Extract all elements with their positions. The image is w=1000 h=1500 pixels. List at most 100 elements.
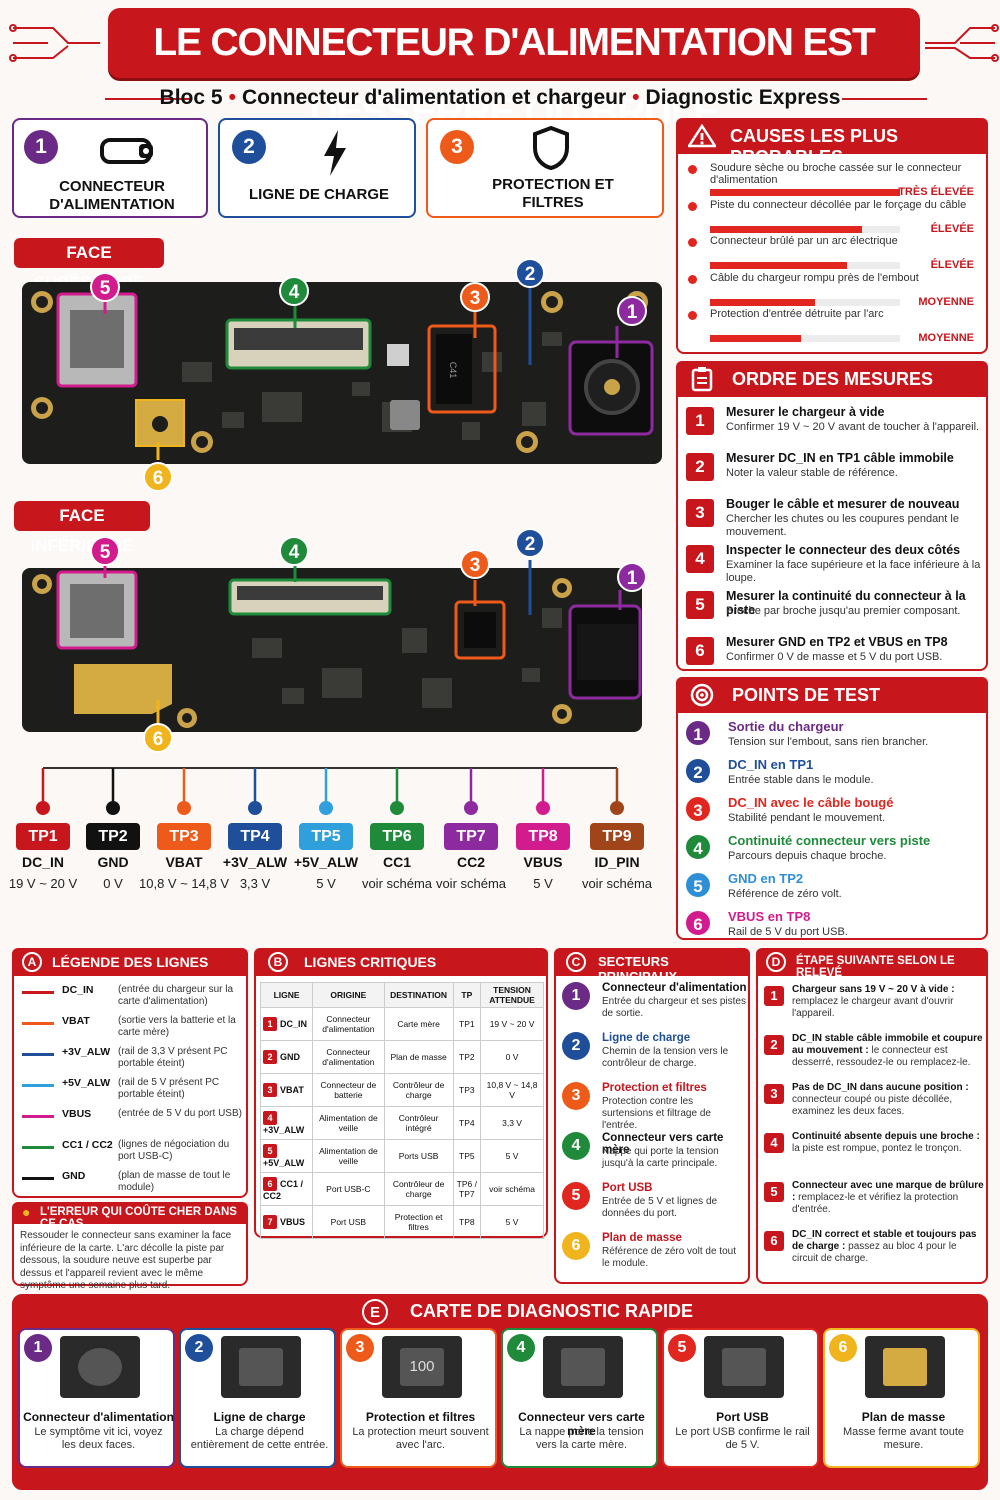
etape-number: 3	[764, 1084, 784, 1104]
secteur-title: Protection et filtres	[602, 1082, 707, 1094]
etape-number: 5	[764, 1182, 784, 1202]
point-title: VBUS en TP8	[728, 909, 811, 924]
causes-title-bar: CAUSES LES PLUS PROBABLES	[676, 118, 988, 167]
secteur-number: 1	[562, 982, 590, 1010]
secteur-number: 4	[562, 1132, 590, 1160]
cause-bar-fill	[710, 298, 815, 306]
section-letter: E	[362, 1299, 388, 1325]
secteur-title: Port USB	[602, 1182, 653, 1194]
lightning-icon	[324, 130, 346, 176]
legend-desc: (entrée du chargeur sur la carte d'alime…	[118, 984, 234, 1007]
mesures-title-bar: ORDRE DES MESURES	[676, 361, 988, 397]
legend-desc: (plan de masse de tout le module)	[118, 1170, 231, 1193]
point-desc: Rail de 5 V du port USB.	[728, 926, 848, 938]
carte-title: Ligne de charge	[213, 1410, 306, 1424]
etape-desc: connecteur coupé ou piste décollée, exam…	[792, 1094, 953, 1117]
legend-panel: A LÉGENDE DES LIGNES DC_IN(entrée du cha…	[12, 948, 248, 1198]
callout-3: 3	[460, 282, 490, 312]
tp-badge: TP7	[444, 823, 498, 850]
mesure-desc: Confirmer 19 V ~ 20 V avant de toucher à…	[726, 421, 980, 433]
point-number: 6	[684, 909, 712, 937]
module-card-3: 3 PROTECTION ET FILTRES	[426, 118, 664, 218]
legend-key: DC_IN	[62, 984, 94, 996]
table-cell: 10,8 V ~ 14,8 V	[480, 1073, 544, 1107]
table-cell: Alimentation de veille	[312, 1106, 385, 1140]
tp-badge: TP9	[590, 823, 644, 850]
legend-swatch	[22, 1084, 54, 1087]
mesure-title: Mesurer GND en TP2 et VBUS en TP8	[726, 635, 948, 649]
table-cell: Contrôleur intégré	[383, 1106, 454, 1140]
table-cell: Protection et filtres	[383, 1205, 454, 1239]
cause-bullet	[688, 165, 697, 174]
mesure-desc: Noter la valeur stable de référence.	[726, 467, 898, 479]
point-desc: Tension sur l'embout, sans rien brancher…	[728, 736, 929, 748]
tp-value: 3,3 V	[239, 876, 271, 891]
table-cell: Connecteur de batterie	[312, 1073, 385, 1107]
table-header: ORIGINE	[312, 982, 385, 1008]
legend-swatch	[22, 1115, 54, 1118]
cause-bar-track	[710, 335, 900, 342]
secteur-number: 2	[562, 1032, 590, 1060]
legend-swatch	[22, 1053, 54, 1056]
legend-title: LÉGENDE DES LIGNES	[52, 954, 209, 970]
etape-text: Connecteur avec une marque de brûlure : …	[792, 1180, 984, 1216]
cause-level: MOYENNE	[918, 332, 974, 344]
table-cell: Plan de masse	[383, 1040, 454, 1074]
subtitle-line-left	[105, 98, 190, 100]
carte-number: 2	[185, 1334, 213, 1362]
mesures-title: ORDRE DES MESURES	[732, 369, 934, 389]
cause-text: Câble du chargeur rompu près de l'embout	[710, 271, 919, 284]
carte-thumb-part	[561, 1348, 605, 1386]
mesure-desc: Chercher les chutes ou les coupures pend…	[726, 513, 959, 538]
row-number: 7	[263, 1215, 277, 1229]
secteur-desc: Entrée de 5 V et lignes de données du po…	[602, 1196, 718, 1219]
callout-4: 4	[279, 276, 309, 306]
point-number: 1	[684, 719, 712, 747]
etape-lead: Continuité absente depuis une broche :	[792, 1131, 980, 1142]
cause-bar-fill	[710, 262, 847, 269]
legend-desc: (rail de 5 V présent PC portable éteint)	[118, 1077, 220, 1100]
etape-text: Chargeur sans 19 V ~ 20 V à vide : rempl…	[792, 984, 984, 1020]
mesure-number: 4	[686, 545, 714, 573]
secteurs-title-bar: C SECTEURS PRINCIPAUX	[554, 948, 750, 984]
carte-thumb-part	[78, 1348, 122, 1386]
mesure-desc: Broche par broche jusqu'au premier compo…	[726, 605, 961, 617]
tp-dot	[319, 801, 333, 815]
row-line-name: +5V_ALW	[263, 1158, 305, 1168]
cause-level: ÉLEVÉE	[930, 259, 974, 271]
table-header: LIGNE	[259, 982, 314, 1008]
table-cell: voir schéma	[480, 1172, 544, 1206]
carte-thumb-part: 100	[400, 1348, 444, 1386]
callout-5: 5	[90, 536, 120, 566]
carte-thumb-part	[722, 1348, 766, 1386]
point-title: Sortie du chargeur	[728, 719, 844, 734]
table-cell: TP3	[452, 1073, 482, 1107]
etape-lead: Pas de DC_IN dans aucune position :	[792, 1082, 969, 1093]
tp-value: voir schéma	[361, 876, 433, 891]
tp-dot	[464, 801, 478, 815]
mesure-title: Inspecter le connecteur des deux côtés	[726, 543, 961, 557]
row-number: 4	[263, 1111, 277, 1125]
tp-dot	[36, 801, 50, 815]
secteur-title: Plan de masse	[602, 1232, 682, 1244]
carte-thumb: 100	[382, 1336, 462, 1398]
lignes-title: LIGNES CRITIQUES	[304, 954, 437, 970]
tp-dot	[177, 801, 191, 815]
secteur-desc: Protection contre les surtensions et fil…	[602, 1096, 711, 1131]
mesure-title: Mesurer le chargeur à vide	[726, 405, 885, 419]
tp-badge: TP2	[86, 823, 140, 850]
cause-level: MOYENNE	[918, 295, 974, 308]
point-number: 3	[684, 795, 712, 823]
secteur-title: Ligne de charge	[602, 1032, 691, 1044]
cause-text: Protection d'entrée détruite par l'arc	[710, 308, 884, 320]
carte-title: Connecteur vers carte mère	[518, 1410, 645, 1438]
subtitle-line-right	[842, 98, 927, 100]
face-bottom-label: FACE INFÉRIEURE	[14, 501, 150, 555]
